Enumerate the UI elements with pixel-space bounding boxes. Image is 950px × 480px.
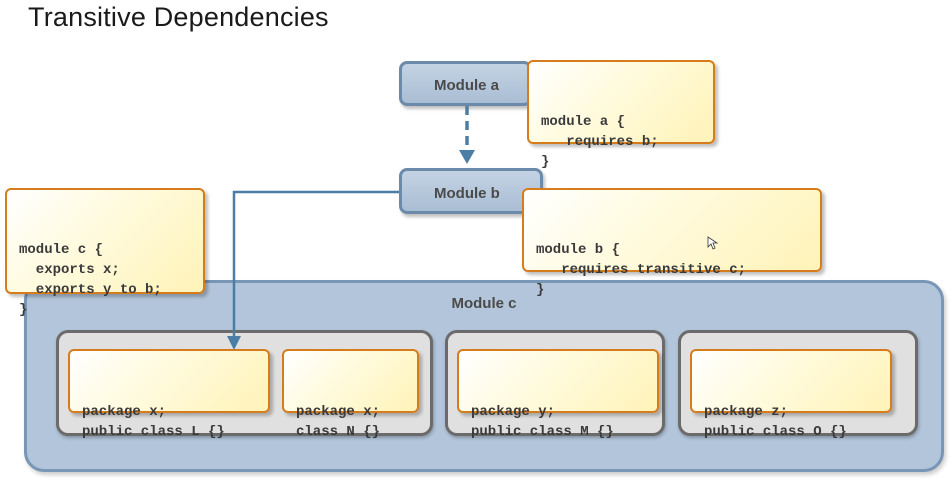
package-x-class-n-note: package x;class N {} [282,349,419,440]
requires-b-arrowhead [459,150,475,164]
package-x-class-l-note: package x;public class L {} [68,349,270,440]
package-y-class-m-note: package y;public class M {} [457,349,659,440]
module-a-label: Module a [434,77,500,94]
module-c-note: module c { exports x; exports y to b;} [5,188,205,318]
module-a-box: Module a [399,61,532,106]
requires-transitive-arrowhead [227,336,241,350]
module-a-note: module a { requires b;} [527,60,715,170]
module-c-label: Module c [451,295,517,312]
requires-transitive-arrow [232,190,399,336]
module-b-box: Module b [399,168,543,214]
page-title: Transitive Dependencies [28,2,329,32]
mouse-pointer-icon [707,236,719,250]
package-z-class-o-note: package z;public class O {} [690,349,892,440]
module-b-note: module b { requires transitive c;} [522,188,822,298]
module-b-label: Module b [434,185,500,202]
